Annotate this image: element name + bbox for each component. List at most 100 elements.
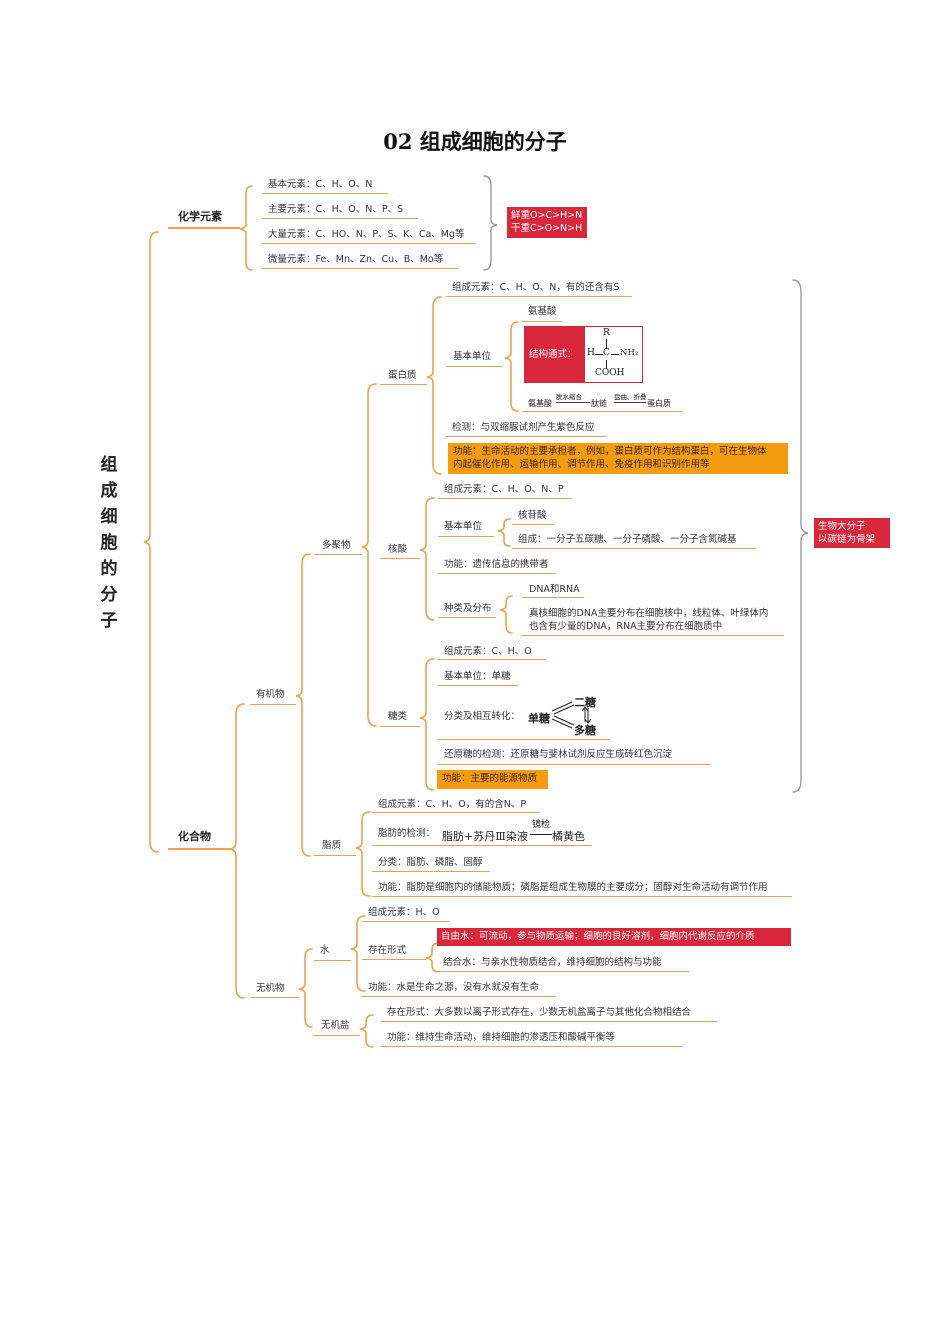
sugar-elements-underline: [438, 659, 546, 660]
formula-label: 结构通式：: [524, 326, 584, 383]
node-sugar: 糖类: [388, 711, 408, 722]
nucleotide: 核苷酸: [518, 510, 547, 521]
chain-step-dehydration: 脱水缩合: [556, 393, 582, 401]
node-organic-underline: [250, 704, 296, 705]
page-title: 02 组成细胞的分子: [383, 129, 567, 154]
protein-function: 功能：生命活动的主要承担者，例如，蛋白质可作为结构蛋白，可在生物体 内起催化作用…: [448, 443, 788, 474]
node-elements-underline: [168, 227, 240, 229]
chain-protein: 蛋白质: [647, 399, 671, 408]
nucleic-function-underline: [438, 573, 556, 574]
bound-water: 结合水：与亲水性物质结合，维持细胞的结构与功能: [443, 957, 662, 968]
nucleic-distribution-line2: 也含有少量的DNA，RNA主要分布在细胞质中: [529, 621, 723, 632]
nucleic-function: 功能：遗传信息的携带者: [444, 559, 549, 570]
sugar-test-underline: [438, 764, 710, 765]
polymer-note-line1: 生物大分子: [818, 521, 866, 532]
node-inorganic-salt-underline: [314, 1035, 360, 1036]
sugar-unit: 基本单位：单糖: [444, 671, 511, 682]
water-function-underline: [362, 996, 556, 997]
nucleic-types-underline: [522, 597, 584, 598]
node-organic: 有机物: [256, 689, 285, 700]
lipid-function-underline: [372, 896, 792, 897]
node-polymer-underline: [314, 554, 362, 555]
node-nucleic-acid: 核酸: [388, 544, 408, 555]
structure-formula-box: 结构通式： R H C NH₂ COOH: [524, 326, 643, 383]
nucleic-unit-label: 基本单位: [444, 521, 483, 532]
formula-r: R: [603, 328, 610, 338]
sugar-class-underline: [438, 739, 610, 740]
protein-elements: 组成元素：C、H、O、N，有的还含有S: [452, 282, 620, 293]
formula-bond-bottom: [606, 360, 607, 369]
sugar-elements: 组成元素：C、H、O: [444, 646, 532, 657]
nucleotide-composition-underline: [512, 548, 756, 549]
water-elements-underline: [362, 921, 450, 922]
sugar-mono: 单糖: [528, 712, 550, 725]
protein-function-line1: 功能：生命活动的主要承担者，例如，蛋白质可作为结构蛋白，可在生物体: [453, 446, 767, 457]
formula-c: C: [603, 348, 610, 358]
node-protein: 蛋白质: [388, 370, 417, 381]
lipid-types-underline: [372, 871, 490, 872]
formula-nh2: NH₂: [620, 348, 639, 358]
chain-arrow-1: [556, 402, 590, 403]
element-macro-underline: [262, 243, 476, 244]
sugar-conversion-diagram: 单糖 二糖 多糖: [528, 694, 604, 737]
note-fresh-weight: 鲜重O>C>H>N: [511, 210, 583, 221]
bound-water-underline: [437, 971, 689, 972]
water-form-label-underline: [362, 959, 426, 960]
sugar-di: 二糖: [574, 696, 596, 709]
node-inorganic-underline: [250, 997, 299, 998]
element-trace: 微量元素：Fe、Mn、Zn、Cu、B、Mo等: [268, 254, 444, 265]
node-elements: 化学元素: [178, 210, 222, 223]
nucleic-elements: 组成元素：C、H、O、N、P: [444, 484, 564, 495]
node-lipid-underline: [314, 855, 356, 856]
nucleic-type-label-underline: [438, 617, 496, 618]
polymer-note: 生物大分子 以碳链为骨架: [814, 518, 890, 548]
lipid-test-condition: 镜检: [532, 820, 551, 830]
protein-function-line2: 内起催化作用、运输作用、调节作用、免疫作用和识别作用等: [453, 459, 710, 470]
water-elements: 组成元素：H、O: [368, 907, 440, 918]
root-node: 组成细胞的分子: [100, 455, 118, 631]
nucleotide-underline: [512, 524, 554, 525]
element-main: 主要元素：C、H、O、N、P、S: [268, 204, 404, 215]
salt-form-underline: [381, 1021, 717, 1022]
lipid-types: 分类：脂肪、磷脂、固醇: [378, 857, 483, 868]
sugar-unit-underline: [438, 685, 518, 686]
lipid-test-result: 橘黄色: [552, 830, 585, 843]
salt-function-underline: [381, 1046, 683, 1047]
lipid-elements-underline: [372, 812, 540, 813]
amino-acid-underline: [522, 321, 562, 322]
salt-function: 功能：维持生命活动，维持细胞的渗透压和酸碱平衡等: [387, 1032, 616, 1043]
node-polymer: 多聚物: [322, 540, 351, 551]
chain-arrow-2: [614, 402, 646, 403]
formula-cooh: COOH: [595, 368, 625, 378]
nucleotide-composition: 组成：一分子五碳糖、一分子磷酸、一分子含氮碱基: [518, 534, 737, 545]
water-function: 功能：水是生命之源，没有水就没有生命: [368, 982, 540, 993]
node-nucleic-acid-underline: [380, 558, 420, 559]
formula-bond-right: [611, 354, 619, 355]
formula-bond-left: [595, 354, 603, 355]
formula-bond-top: [606, 339, 607, 349]
chain-amino-acid: 氨基酸: [528, 399, 552, 408]
lipid-test-arrow: [530, 834, 552, 835]
formula-diagram: R H C NH₂ COOH: [584, 326, 643, 383]
element-macro: 大量元素：C、HO、N、P、S、K、Ca、Mg等: [268, 229, 465, 240]
node-protein-underline: [380, 384, 427, 385]
nucleic-distribution-underline: [522, 635, 784, 636]
lipid-test-underline: [372, 845, 592, 846]
nucleic-distribution-line1: 真核细胞的DNA主要分布在细胞核中，线粒体、叶绿体内: [529, 608, 769, 619]
element-main-underline: [262, 218, 418, 219]
nucleic-unit-label-underline: [438, 536, 494, 537]
lipid-test-reagents: 脂肪+苏丹Ⅲ染液: [442, 830, 528, 843]
peptide-chain: 氨基酸 脱水缩合 肽链 盘曲、折叠 蛋白质: [528, 393, 678, 411]
node-sugar-underline: [380, 726, 420, 727]
element-basic: 基本元素：C、H、O、N: [268, 179, 373, 190]
protein-test: 检测：与双缩脲试剂产生紫色反应: [452, 422, 595, 433]
protein-elements-underline: [446, 296, 632, 297]
node-water-underline: [314, 960, 351, 961]
element-trace-underline: [262, 268, 458, 269]
protein-unit-label: 基本单位: [453, 351, 492, 362]
sugar-poly: 多糖: [574, 724, 596, 737]
water-form-label: 存在形式: [368, 945, 407, 956]
nucleic-elements-underline: [438, 498, 572, 499]
polymer-note-line2: 以碳链为骨架: [818, 534, 876, 545]
nucleic-types: DNA和RNA: [529, 584, 580, 595]
